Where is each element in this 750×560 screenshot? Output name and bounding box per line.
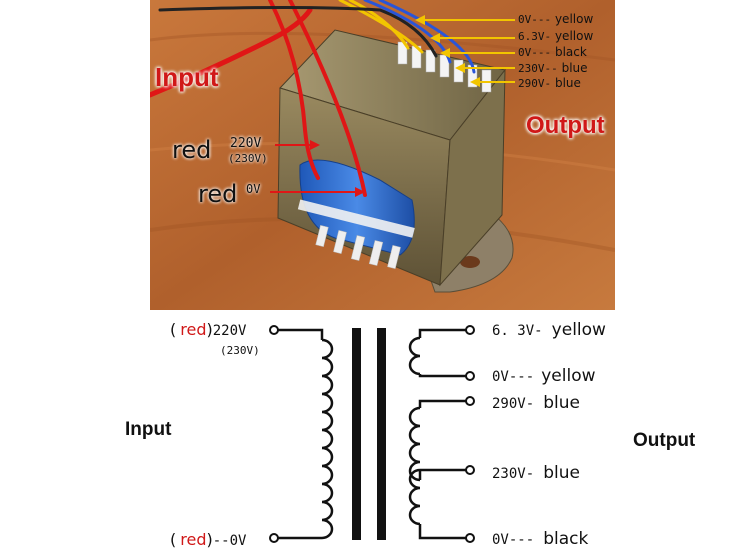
wire-yellow-63v — [338, 0, 424, 54]
wire-black-0v — [158, 6, 438, 58]
secondary-label-0v-yellow: 0V--- yellow — [492, 366, 596, 386]
terminal-secondary-0v-yellow — [465, 371, 475, 381]
photo-primary-0v-voltage: 0V — [246, 182, 261, 196]
photo-secondary-row: 230V-- blue — [518, 61, 588, 75]
photo-output-label: Output — [526, 112, 605, 139]
secondary-coil-ht-upper — [408, 406, 421, 482]
photo-primary-220v-voltage: 220V — [230, 136, 262, 151]
wire-red-primary-2 — [288, 0, 367, 197]
secondary-lead-0v-yellow — [418, 374, 466, 378]
photo-secondary-row: 0V--- yellow — [518, 12, 594, 26]
primary-top-label: (red)220V — [170, 320, 247, 339]
photo-input-label: Input — [155, 62, 219, 92]
terminal-secondary-0v-black — [465, 533, 475, 543]
photo-secondary-row: 0V--- black — [518, 45, 587, 59]
primary-coil — [321, 338, 334, 540]
photo-secondary-row: 290V- blue — [518, 76, 581, 90]
secondary-lead-230v — [418, 468, 466, 480]
terminal-secondary-63v — [465, 325, 475, 335]
schematic-input-title: Input — [125, 419, 172, 440]
transformer-schematic — [269, 325, 475, 543]
secondary-label-0v-black: 0V--- black — [492, 529, 589, 549]
primary-bottom-label: (red)--0V — [170, 530, 247, 549]
core-bar-right — [377, 328, 386, 540]
primary-top-alt-voltage: (230V) — [220, 344, 260, 357]
photo-primary-220v-alt: (230V) — [228, 152, 268, 165]
wire-yellow-0v — [348, 0, 410, 50]
secondary-arrows — [425, 19, 515, 83]
photo-primary-0v: red — [198, 180, 238, 208]
schematic-output-title: Output — [633, 430, 696, 451]
secondary-lead-0v-black — [418, 524, 466, 540]
core-bar-left — [352, 328, 361, 540]
terminal-primary-bottom — [269, 533, 279, 543]
secondary-label-63v: 6. 3V- yellow — [492, 320, 606, 340]
secondary-label-290v: 290V- blue — [492, 393, 580, 413]
terminal-secondary-230v — [465, 465, 475, 475]
photo-primary-220v: red — [172, 136, 212, 164]
terminal-primary-top — [269, 325, 279, 335]
terminal-secondary-290v — [465, 396, 475, 406]
transformer-photo — [150, 0, 615, 310]
wire-red-primary-1 — [268, 0, 320, 180]
secondary-lead-63v — [418, 328, 466, 338]
primary-arrows — [270, 144, 355, 193]
secondary-lead-290v — [418, 399, 466, 408]
secondary-label-230v: 230V- blue — [492, 463, 580, 483]
primary-lead-top — [278, 328, 324, 340]
secondary-coil-ht-lower — [408, 468, 421, 526]
bobbin-teeth — [315, 225, 401, 269]
secondary-coil-heater — [408, 336, 421, 376]
photo-secondary-row: 6.3V- yellow — [518, 29, 594, 43]
